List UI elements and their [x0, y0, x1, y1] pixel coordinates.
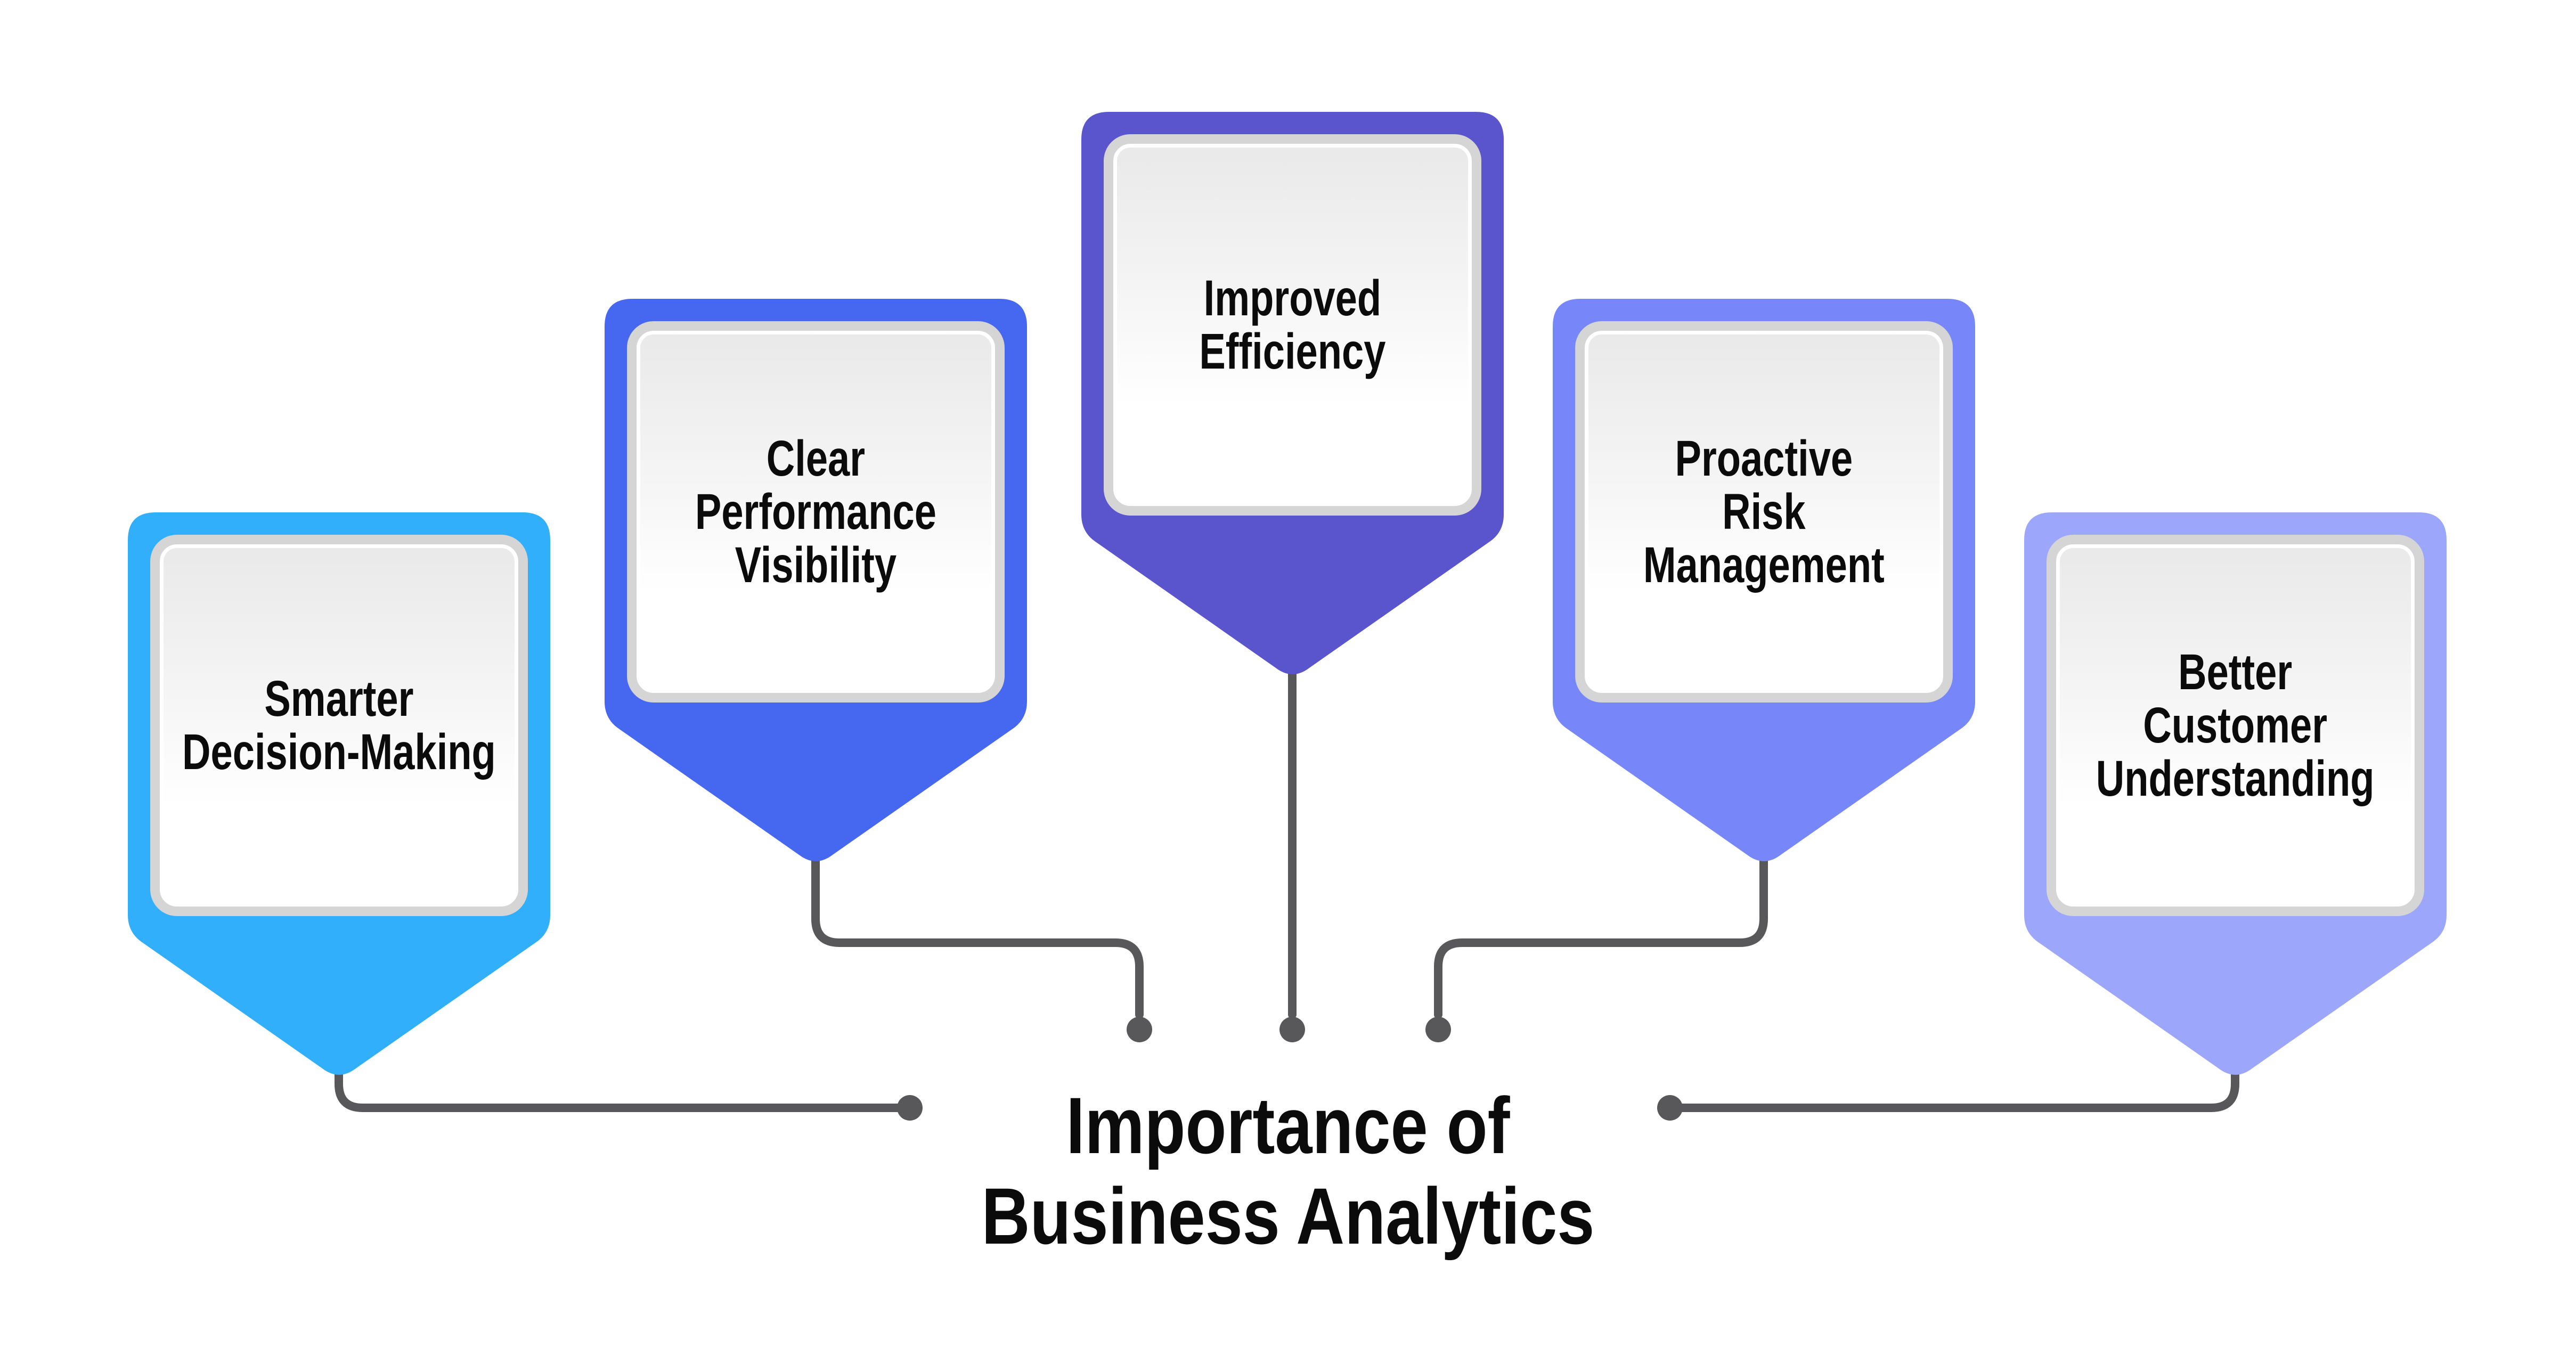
pin-better-customer-understanding: Better Customer Understanding	[2024, 512, 2447, 1081]
diagram-title-line-2: Business Analytics	[981, 1171, 1595, 1261]
pin-label-line: Smarter	[264, 671, 414, 727]
connector-dot-box4	[1425, 1017, 1451, 1042]
pin-label-line: Understanding	[2096, 750, 2375, 807]
pin-label-line: Efficiency	[1199, 323, 1386, 380]
pin-improved-efficiency: Improved Efficiency	[1081, 112, 1504, 681]
pin-label: Improved Efficiency	[1199, 272, 1385, 378]
diagram-title-line-1: Importance of	[1066, 1081, 1510, 1170]
connector-dot-box5	[1657, 1095, 1683, 1121]
connector-dot-box3	[1279, 1017, 1305, 1042]
pin-label: Clear Performance Visibility	[695, 432, 936, 592]
pin-label-line: Clear	[766, 430, 866, 487]
pin-clear-performance-visibility: Clear Performance Visibility	[605, 299, 1027, 868]
connector-dot-box2	[1127, 1017, 1152, 1042]
pin-card: Proactive Risk Management	[1575, 321, 1953, 703]
pin-label-line: Decision-Making	[182, 724, 496, 780]
pin-label-line: Performance	[695, 484, 937, 540]
pin-smarter-decision-making: Smarter Decision-Making	[128, 512, 550, 1081]
diagram-title: Importance of Business Analytics	[206, 1080, 2370, 1261]
pin-label-line: Better	[2178, 644, 2293, 700]
pin-card: Clear Performance Visibility	[627, 321, 1005, 703]
connector-line-box2	[811, 853, 1144, 1019]
connector-dot-box1	[897, 1095, 923, 1121]
pin-proactive-risk-management: Proactive Risk Management	[1553, 299, 1975, 868]
pin-label: Better Customer Understanding	[2096, 646, 2375, 805]
connector-line-box4	[1434, 853, 1768, 1019]
pin-label-line: Management	[1643, 537, 1885, 593]
pin-label-line: Visibility	[735, 537, 897, 593]
pin-card: Better Customer Understanding	[2047, 535, 2424, 916]
pin-label-line: Proactive	[1675, 430, 1853, 487]
pin-label-line: Improved	[1203, 270, 1382, 326]
pin-card: Improved Efficiency	[1104, 134, 1481, 516]
pin-label: Smarter Decision-Making	[182, 672, 496, 779]
pin-label: Proactive Risk Management	[1643, 432, 1885, 592]
connector-line-box1	[335, 1066, 901, 1112]
pin-card: Smarter Decision-Making	[150, 535, 528, 916]
pin-label-line: Customer	[2143, 697, 2328, 754]
pin-label-line: Risk	[1722, 484, 1806, 540]
connector-line-box5	[1678, 1066, 2239, 1112]
